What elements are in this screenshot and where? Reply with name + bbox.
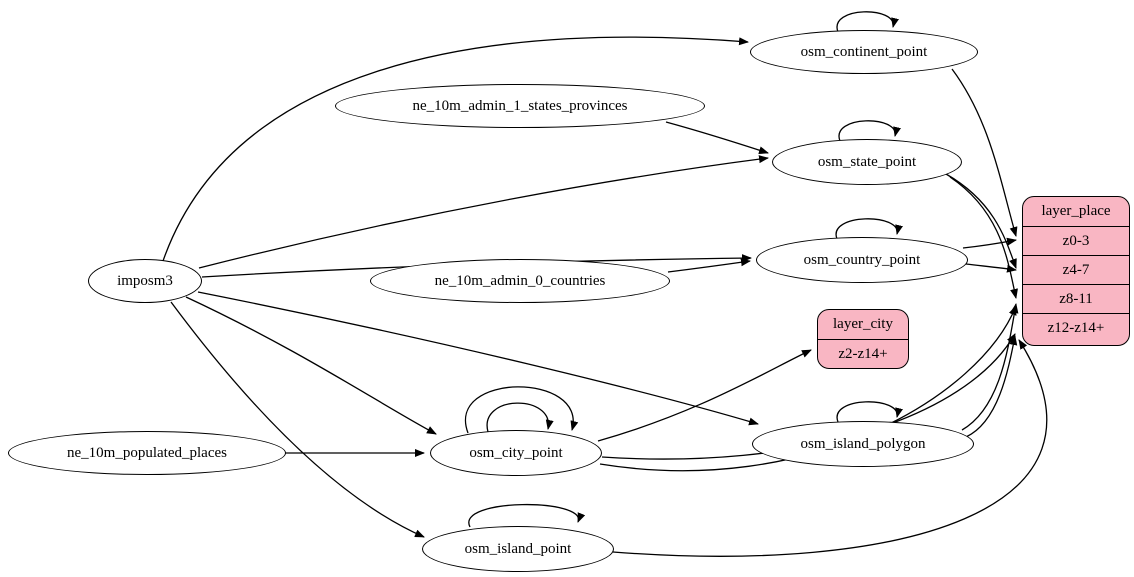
node-osm-country-point: osm_country_point bbox=[756, 237, 968, 283]
selfloop-osm_island_point bbox=[468, 503, 586, 528]
node-osm-city-point: osm_city_point bbox=[430, 430, 602, 476]
edge-osm_country_point-to-layer_place-z0-3 bbox=[962, 237, 1017, 249]
edge-osm_island_point-to-layer_place-z12-z14 bbox=[612, 339, 1048, 557]
node-ne-10m-admin-1-states-provinces-label: ne_10m_admin_1_states_provinces bbox=[412, 97, 628, 114]
node-layer-city: layer_city z2-z14+ bbox=[817, 309, 909, 369]
edge-imposm3-to-osm_city_point bbox=[185, 296, 437, 435]
node-osm-city-point-label: osm_city_point bbox=[469, 444, 563, 461]
edge-osm_state_point-to-layer_place-z4-7 bbox=[945, 173, 1017, 269]
layer-city-title: layer_city bbox=[833, 316, 893, 332]
edge-imposm3-to-osm_island_point bbox=[170, 301, 425, 538]
edge-ne_10m_admin_1_states_provinces-to-osm_state_point bbox=[665, 121, 769, 155]
layer-place-row-z12-z14: z12-z14+ bbox=[1023, 313, 1129, 342]
edge-imposm3-to-osm_island_polygon bbox=[197, 291, 759, 426]
edge-osm_city_point-to-layer_city bbox=[597, 349, 812, 442]
layer-city-row-z2-z14: z2-z14+ bbox=[818, 339, 908, 368]
node-osm-island-point-label: osm_island_point bbox=[464, 540, 572, 557]
edge-imposm3-to-osm_continent_point bbox=[162, 36, 749, 262]
selfloop-osm_state_point bbox=[838, 120, 901, 142]
node-imposm3-label: imposm3 bbox=[117, 272, 173, 289]
layer-place-row-z8-11: z8-11 bbox=[1023, 284, 1129, 313]
node-osm-island-polygon: osm_island_polygon bbox=[752, 421, 974, 467]
node-ne-10m-populated-places: ne_10m_populated_places bbox=[8, 431, 286, 475]
selfloop-osm_island_polygon bbox=[836, 401, 903, 423]
edge-imposm3-to-osm_state_point bbox=[198, 155, 769, 269]
selfloop-osm_city_point-inner bbox=[486, 402, 554, 433]
node-layer-place: layer_place z0-3 z4-7 z8-11 z12-z14+ bbox=[1022, 196, 1130, 346]
node-osm-island-point: osm_island_point bbox=[422, 526, 614, 572]
node-osm-country-point-label: osm_country_point bbox=[803, 251, 921, 268]
node-osm-state-point: osm_state_point bbox=[772, 139, 962, 185]
layer-place-row-z0-3: z0-3 bbox=[1023, 226, 1129, 255]
selfloop-osm_continent_point bbox=[836, 11, 899, 33]
edge-osm_continent_point-to-layer_place-z0-3 bbox=[951, 68, 1018, 237]
edge-ne_10m_admin_0_countries-to-osm_country_point bbox=[667, 258, 751, 273]
node-osm-island-polygon-label: osm_island_polygon bbox=[800, 435, 926, 452]
edge-osm_island_polygon-to-layer_place-z12-z14 bbox=[965, 335, 1018, 438]
layer-place-title: layer_place bbox=[1041, 203, 1111, 219]
node-ne-10m-admin-0-countries-label: ne_10m_admin_0_countries bbox=[434, 272, 606, 289]
selfloop-osm_country_point bbox=[835, 218, 903, 240]
node-osm-continent-point: osm_continent_point bbox=[750, 30, 978, 74]
node-osm-continent-point-label: osm_continent_point bbox=[800, 43, 928, 60]
node-imposm3: imposm3 bbox=[88, 259, 202, 303]
layer-place-row-z4-7: z4-7 bbox=[1023, 255, 1129, 284]
node-ne-10m-populated-places-label: ne_10m_populated_places bbox=[67, 444, 227, 461]
selfloop-osm_city_point-outer bbox=[464, 386, 579, 434]
edge-osm_state_point-to-layer_place-z8-11 bbox=[949, 176, 1018, 299]
node-ne-10m-admin-1-states-provinces: ne_10m_admin_1_states_provinces bbox=[335, 84, 705, 128]
node-ne-10m-admin-0-countries: ne_10m_admin_0_countries bbox=[370, 259, 670, 303]
edge-osm_country_point-to-layer_place-z4-7 bbox=[965, 263, 1017, 273]
edge-osm_island_polygon-to-layer_place-z8-11 bbox=[961, 303, 1019, 431]
node-osm-state-point-label: osm_state_point bbox=[817, 153, 917, 170]
